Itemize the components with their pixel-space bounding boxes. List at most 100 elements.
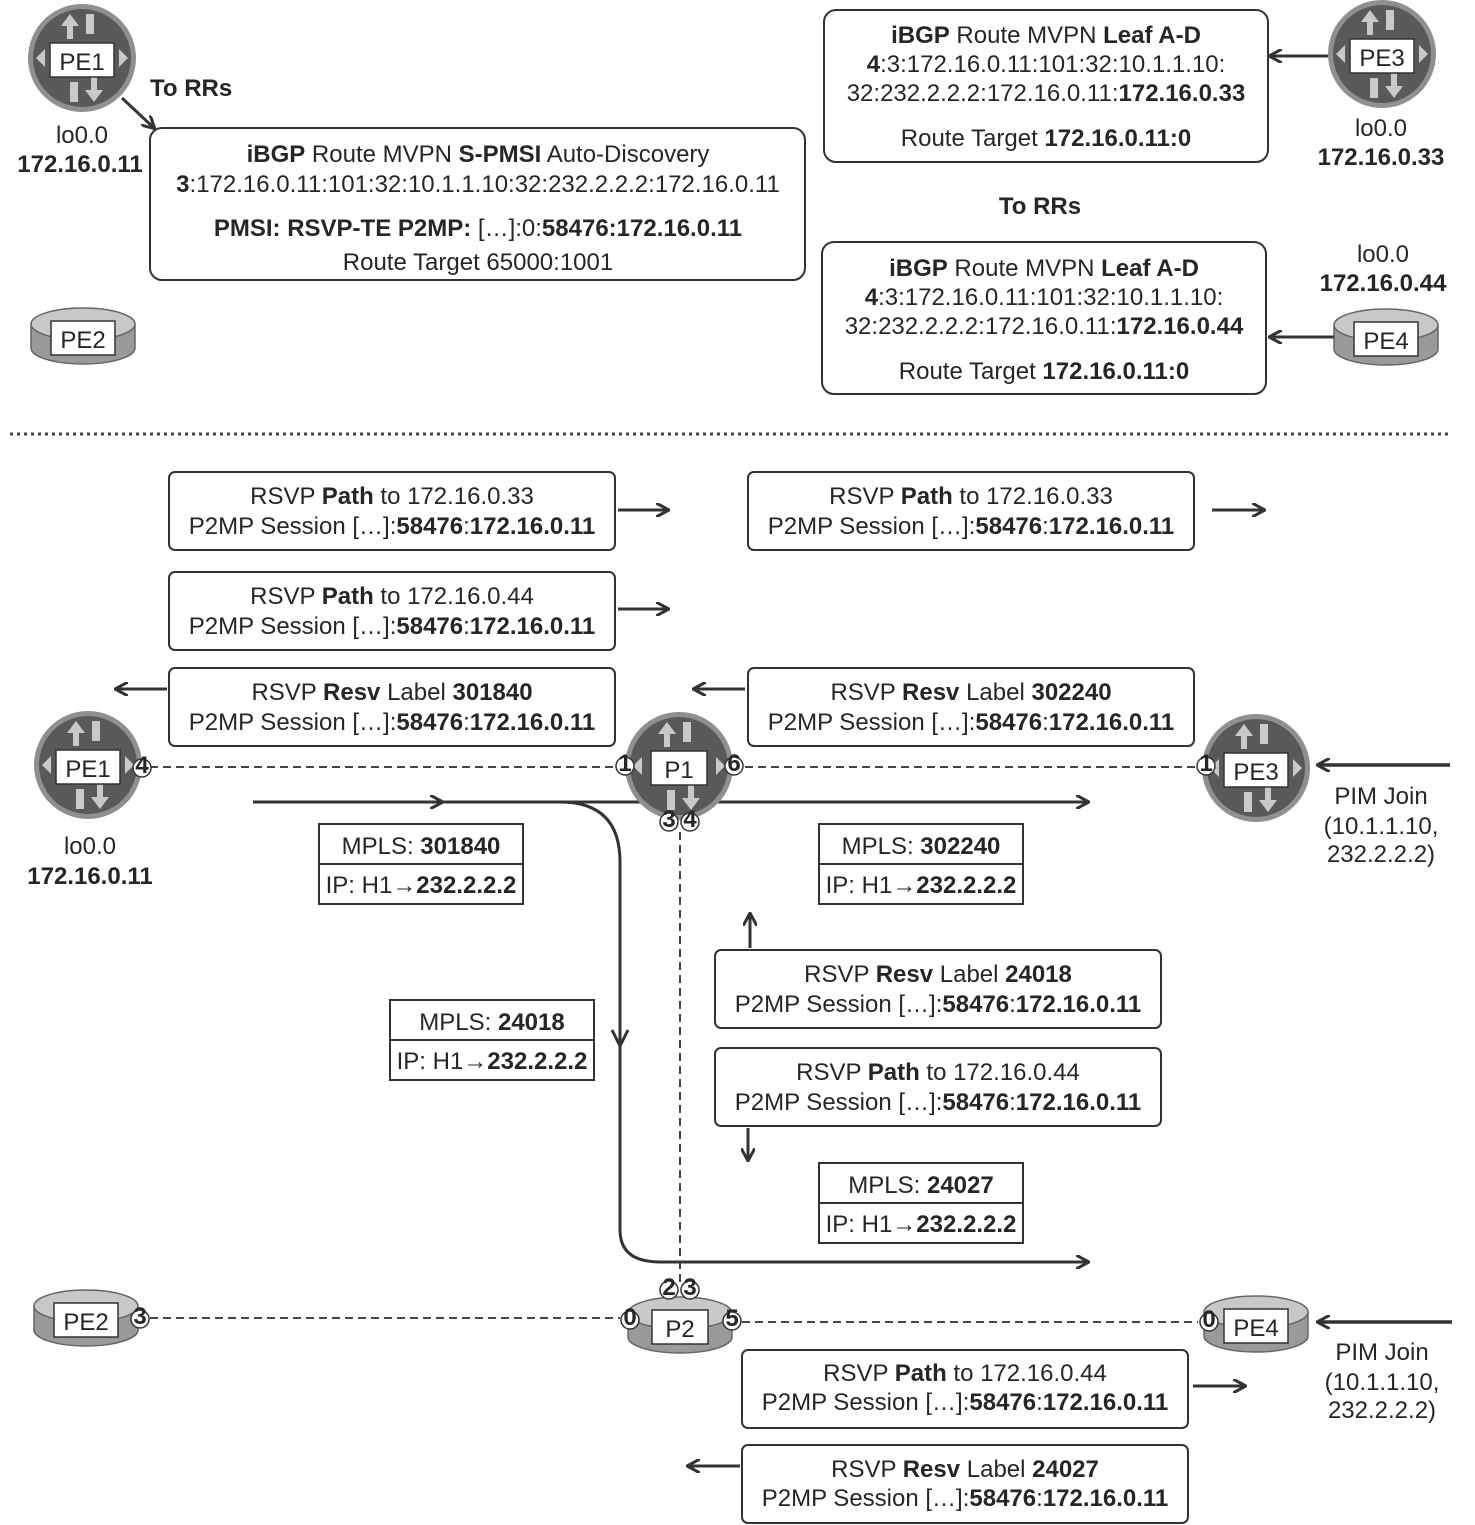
rsvp-resv-301840: RSVP Resv Label 301840 P2MP Session […]:… — [168, 667, 616, 747]
svg-text:0: 0 — [623, 1304, 636, 1331]
pim-join-line-3: 232.2.2.2) — [1327, 841, 1435, 868]
pmsi-attribute: PMSI: RSVP-TE P2MP: […]:0:58476:172.16.0… — [214, 215, 742, 242]
switch-pe2-top: PE2 — [30, 307, 136, 365]
rsvp-resv-24018: RSVP Resv Label 24018 P2MP Session […]:5… — [714, 949, 1162, 1029]
flow-p1-via-p2-to-pe4 — [559, 800, 1088, 1262]
route-target: Route Target 65000:1001 — [343, 249, 613, 276]
rsvp-path-pe1-to-pe4: RSVP Path to 172.16.0.44 P2MP Session […… — [168, 571, 616, 651]
router-label: PE1 — [59, 49, 104, 76]
pim-join-line-1: PIM Join — [1334, 783, 1427, 810]
router-pe3-top: PE3 — [1328, 0, 1436, 108]
router-label: PE2 — [63, 1309, 108, 1336]
rsvp-line-2: P2MP Session […]:58476:172.16.0.11 — [189, 513, 596, 540]
route-line-1: iBGP Route MVPN Leaf A-D — [891, 22, 1201, 49]
rsvp-line-2: P2MP Session […]:58476:172.16.0.11 — [768, 513, 1175, 540]
mpls-label: MPLS: 24027 — [848, 1172, 993, 1199]
svg-text:4: 4 — [683, 806, 697, 833]
route-target: Route Target 172.16.0.11:0 — [899, 358, 1189, 385]
bgp-leaf-ad-pe4-box: iBGP Route MVPN Leaf A-D 4:3:172.16.0.11… — [821, 241, 1267, 395]
mpls-label: MPLS: 302240 — [842, 833, 1001, 860]
port-p2-up-a: 2 — [659, 1274, 679, 1301]
port-p2-right: 5 — [722, 1305, 742, 1332]
port-p1-right: 6 — [724, 750, 744, 777]
loopback-address: 172.16.0.44 — [1320, 270, 1447, 297]
route-line-2: 3:172.16.0.11:101:32:10.1.1.10:32:232.2.… — [176, 171, 780, 198]
svg-text:2: 2 — [662, 1274, 675, 1301]
rsvp-path-p2-to-pe4: RSVP Path to 172.16.0.44 P2MP Session […… — [741, 1349, 1189, 1429]
port-pe3: 1 — [1196, 750, 1216, 777]
rsvp-line-1: RSVP Resv Label 302240 — [830, 679, 1111, 706]
rsvp-line-1: RSVP Resv Label 301840 — [251, 679, 532, 706]
svg-text:3: 3 — [133, 1303, 146, 1330]
arrow-to-rr — [120, 96, 154, 128]
loopback-name: lo0.0 — [56, 122, 108, 149]
rsvp-line-2: P2MP Session […]:58476:172.16.0.11 — [189, 709, 596, 736]
rsvp-line-2: P2MP Session […]:58476:172.16.0.11 — [189, 613, 596, 640]
rsvp-line-2: P2MP Session […]:58476:172.16.0.11 — [762, 1389, 1169, 1416]
loopback-name: lo0.0 — [1357, 241, 1409, 268]
to-rrs-label: To RRs — [999, 193, 1081, 220]
route-target: Route Target 172.16.0.11:0 — [901, 125, 1191, 152]
router-pe1: PE1 — [34, 711, 142, 819]
port-pe4: 0 — [1199, 1306, 1219, 1333]
router-label: PE4 — [1363, 328, 1408, 355]
router-label: PE3 — [1233, 759, 1278, 786]
rsvp-resv-302240: RSVP Resv Label 302240 P2MP Session […]:… — [747, 667, 1195, 747]
bgp-spmsi-route-box: iBGP Route MVPN S-PMSI Auto-Discovery 3:… — [149, 127, 806, 281]
route-line-1: iBGP Route MVPN Leaf A-D — [889, 255, 1199, 282]
pim-join-line-2: (10.1.1.10, — [1324, 813, 1439, 840]
rsvp-resv-24027: RSVP Resv Label 24027 P2MP Session […]:5… — [741, 1444, 1189, 1524]
loopback-address: 172.16.0.11 — [27, 863, 152, 890]
rsvp-line-1: RSVP Path to 172.16.0.33 — [829, 483, 1113, 510]
svg-text:5: 5 — [725, 1305, 738, 1332]
port-p2-up-b: 3 — [680, 1274, 700, 1301]
rsvp-line-1: RSVP Path to 172.16.0.33 — [250, 483, 534, 510]
port-pe1: 4 — [132, 752, 152, 779]
packet-24027: MPLS: 24027 IP: H1→232.2.2.2 — [818, 1162, 1024, 1244]
port-p1-left: 1 — [615, 750, 635, 777]
traffic-flow — [253, 802, 1088, 1262]
switch-pe4: PE4 — [1203, 1295, 1309, 1353]
pim-join-pe4: PIM Join (10.1.1.10, 232.2.2.2) — [1325, 1339, 1440, 1424]
switch-pe4-top: PE4 — [1333, 308, 1439, 366]
port-p1-down-b: 4 — [680, 806, 700, 833]
route-line-3: 32:232.2.2.2:172.16.0.11:172.16.0.44 — [845, 313, 1244, 340]
rsvp-line-1: RSVP Path to 172.16.0.44 — [250, 583, 534, 610]
ip-header: IP: H1→232.2.2.2 — [826, 1211, 1017, 1238]
route-line-3: 32:232.2.2.2:172.16.0.11:172.16.0.33 — [847, 80, 1246, 107]
ip-header: IP: H1→232.2.2.2 — [397, 1048, 588, 1075]
router-label: PE1 — [65, 756, 110, 783]
router-p1: P1 — [625, 712, 733, 820]
pim-join-line-3: 232.2.2.2) — [1328, 1397, 1436, 1424]
rsvp-line-2: P2MP Session […]:58476:172.16.0.11 — [762, 1485, 1169, 1512]
pim-join-pe3: PIM Join (10.1.1.10, 232.2.2.2) — [1324, 783, 1439, 868]
loopback-address: 172.16.0.11 — [17, 151, 142, 178]
rsvp-line-1: RSVP Resv Label 24018 — [804, 961, 1072, 988]
pim-join-line-1: PIM Join — [1335, 1339, 1428, 1366]
packet-24018: MPLS: 24018 IP: H1→232.2.2.2 — [389, 999, 595, 1081]
mpls-label: MPLS: 301840 — [342, 833, 501, 860]
mpls-label: MPLS: 24018 — [419, 1009, 564, 1036]
router-pe1-top: PE1 — [28, 4, 136, 112]
loopback-name: lo0.0 — [1355, 115, 1407, 142]
switch-p2: P2 — [627, 1296, 733, 1354]
port-p2-left: 0 — [620, 1304, 640, 1331]
flow-down-arrowhead — [610, 1029, 630, 1050]
packet-301840: MPLS: 301840 IP: H1→232.2.2.2 — [318, 823, 524, 905]
svg-text:4: 4 — [135, 752, 149, 779]
port-p1-down-a: 3 — [659, 806, 679, 833]
switch-pe2: PE2 — [33, 1289, 139, 1347]
rsvp-line-2: P2MP Session […]:58476:172.16.0.11 — [735, 991, 1142, 1018]
svg-text:6: 6 — [727, 750, 740, 777]
rsvp-line-2: P2MP Session […]:58476:172.16.0.11 — [735, 1089, 1142, 1116]
loopback-address: 172.16.0.33 — [1318, 144, 1445, 171]
svg-text:3: 3 — [662, 806, 675, 833]
rsvp-path-p1-to-pe3: RSVP Path to 172.16.0.33 P2MP Session […… — [747, 471, 1195, 551]
port-pe2: 3 — [130, 1303, 150, 1330]
ip-header: IP: H1→232.2.2.2 — [826, 872, 1017, 899]
bgp-leaf-ad-pe3-box: iBGP Route MVPN Leaf A-D 4:3:172.16.0.11… — [823, 9, 1269, 163]
port-markers: 4 1 6 3 4 1 3 0 2 3 5 0 — [130, 750, 1219, 1333]
rsvp-line-1: RSVP Path to 172.16.0.44 — [823, 1360, 1107, 1387]
route-line-2: 4:3:172.16.0.11:101:32:10.1.1.10: — [867, 51, 1226, 78]
